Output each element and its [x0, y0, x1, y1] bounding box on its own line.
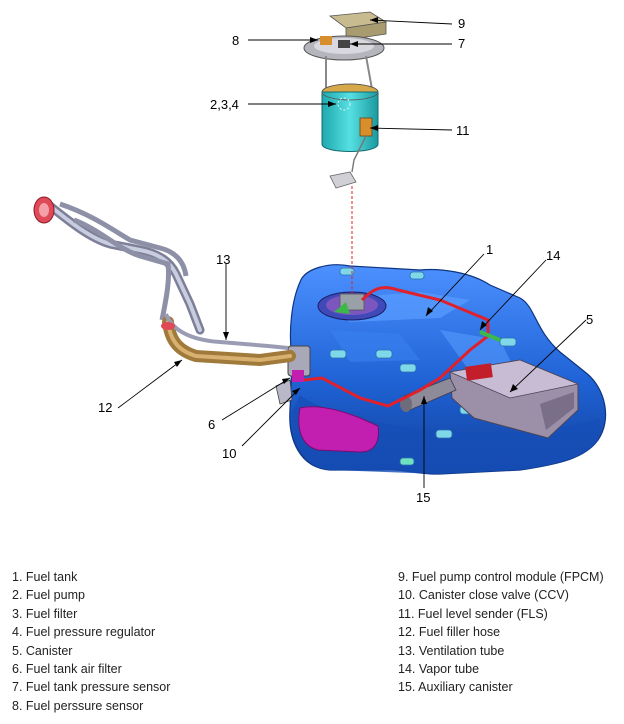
legend-item: 11. Fuel level sender (FLS) — [398, 606, 548, 621]
legend-item: 3. Fuel filter — [12, 606, 78, 621]
fuel-system-diagram: 9 8 7 2,3,4 11 1 14 13 5 12 6 10 15 — [33, 11, 607, 505]
heat-shield — [298, 406, 379, 453]
filler-neck — [33, 196, 205, 335]
legend-item: 2. Fuel pump — [12, 588, 85, 603]
legend-item: 1. Fuel tank — [12, 570, 78, 584]
legend-item: 9. Fuel pump control module (FPCM) — [398, 570, 604, 584]
legend-item: 4. Fuel pressure regulator — [12, 625, 156, 640]
canister — [448, 359, 580, 439]
callout-9: 9 — [458, 16, 465, 31]
leader-lines — [117, 19, 587, 488]
callout-10: 10 — [222, 446, 236, 461]
callout-1: 1 — [486, 242, 493, 257]
ventilation-tube — [164, 313, 289, 350]
callout-7: 7 — [458, 36, 465, 51]
legend-item: 12. Fuel filler hose — [398, 625, 501, 640]
legend-right: 9. Fuel pump control module (FPCM) 10. C… — [398, 568, 604, 697]
legend-item: 13. Ventilation tube — [398, 643, 505, 658]
callout-12: 12 — [98, 400, 112, 415]
tank-pump-mount — [317, 291, 387, 321]
callout-2-3-4: 2,3,4 — [210, 97, 239, 112]
legend-item: 15. Auxiliary canister — [398, 680, 513, 695]
callout-13: 13 — [216, 252, 230, 267]
legend-item: 5. Canister — [12, 643, 73, 658]
callout-11: 11 — [456, 123, 470, 138]
vapor-tube — [303, 286, 490, 408]
callout-5: 5 — [586, 312, 593, 327]
legend-item: 8. Fuel perssure sensor — [12, 698, 144, 713]
leader-arrowheads — [174, 17, 518, 404]
callout-8: 8 — [232, 33, 239, 48]
legend-item: 7. Fuel tank pressure sensor — [12, 680, 171, 695]
legend-item: 14. Vapor tube — [398, 662, 480, 677]
legend-item: 10. Canister close valve (CCV) — [398, 588, 569, 603]
legend-item: 6. Fuel tank air filter — [12, 662, 122, 677]
callout-14: 14 — [546, 248, 560, 263]
legend-left: 1. Fuel tank 2. Fuel pump 3. Fuel filter… — [12, 568, 170, 715]
callout-6: 6 — [208, 417, 215, 432]
fuel-pump-module — [303, 11, 388, 189]
air-filter-and-ccv — [275, 345, 311, 405]
callout-15: 15 — [416, 490, 430, 505]
